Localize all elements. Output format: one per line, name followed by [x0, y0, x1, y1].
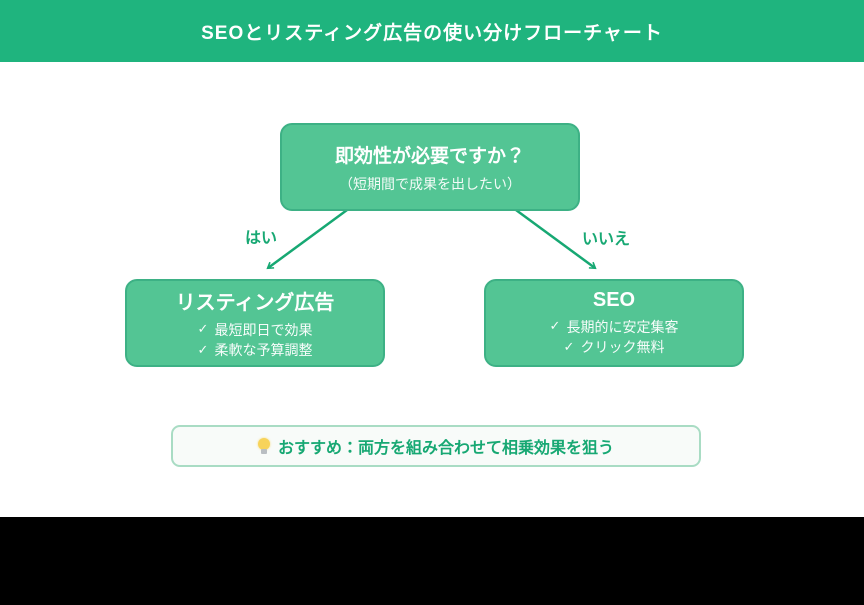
question-title: 即効性が必要ですか？	[334, 145, 525, 167]
seo-title: SEO	[592, 288, 636, 311]
header-bar: SEOとリスティング広告の使い分けフローチャート	[0, 0, 864, 62]
seo-item: ✓ クリック無料	[564, 337, 665, 357]
lightbulb-icon	[257, 437, 270, 455]
listing-ads-item: ✓ 柔軟な予算調整	[198, 340, 313, 360]
check-icon: ✓	[563, 338, 575, 354]
branch-label-yes: はい	[245, 230, 278, 247]
seo-item-label: 長期的に安定集客	[566, 318, 679, 335]
seo-item-label: クリック無料	[580, 339, 665, 355]
listing-ads-item: ✓ 最短即日で効果	[198, 320, 313, 340]
page-title: SEOとリスティング広告の使い分けフローチャート	[201, 22, 663, 44]
listing-ads-item-label: 最短即日で効果	[214, 321, 313, 338]
recommendation-banner: おすすめ：両方を組み合わせて相乗効果を狙う	[171, 425, 701, 467]
listing-ads-node: リスティング広告 ✓ 最短即日で効果 ✓ 柔軟な予算調整	[125, 279, 385, 367]
question-subtitle: （短期間で成果を出したい）	[339, 175, 521, 192]
footer-black-bar	[0, 517, 864, 605]
listing-ads-title: リスティング広告	[175, 291, 335, 314]
check-icon: ✓	[197, 321, 209, 337]
seo-node: SEO ✓ 長期的に安定集客 ✓ クリック無料	[484, 279, 744, 367]
listing-ads-item-label: 柔軟な予算調整	[214, 342, 313, 358]
arrow-yes	[266, 208, 348, 270]
question-node: 即効性が必要ですか？ （短期間で成果を出したい）	[280, 123, 580, 211]
seo-item: ✓ 長期的に安定集客	[550, 317, 679, 337]
check-icon: ✓	[197, 341, 209, 357]
check-icon: ✓	[549, 318, 561, 334]
branch-label-no: いいえ	[582, 231, 631, 248]
recommendation-text: おすすめ：両方を組み合わせて相乗効果を狙う	[277, 440, 614, 457]
